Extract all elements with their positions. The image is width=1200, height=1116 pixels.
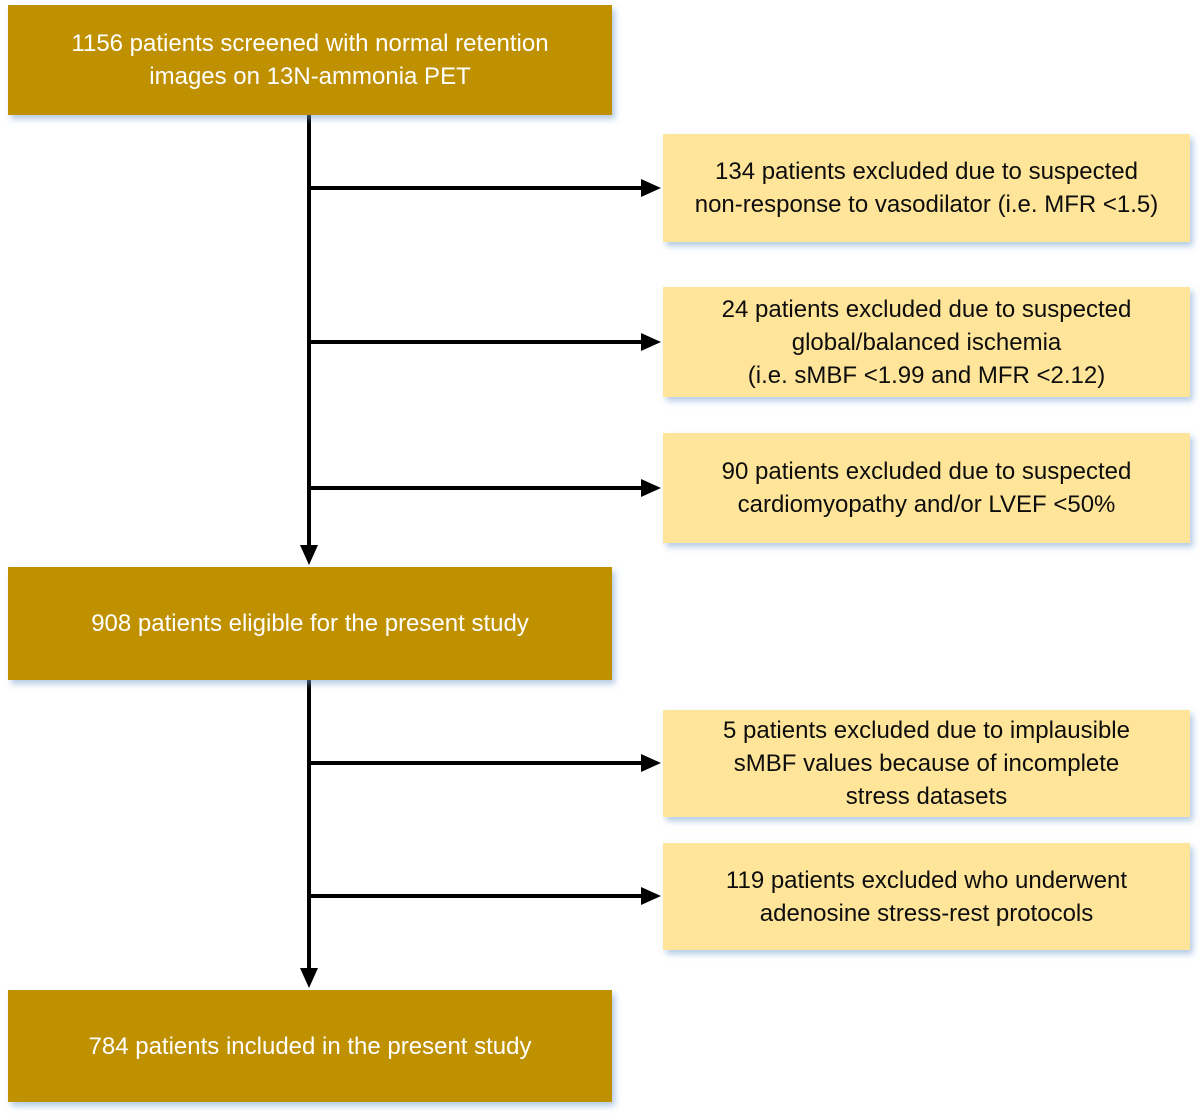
- arrow-to-exclusion-4-head: [641, 754, 661, 772]
- exclusion-box-balanced-ischemia: 24 patients excluded due to suspected gl…: [663, 287, 1190, 397]
- eligible-patients-text: 908 patients eligible for the present st…: [91, 610, 529, 637]
- exclusion-box-vasodilator-nonresponse: 134 patients excluded due to suspected n…: [663, 134, 1190, 242]
- arrow-eligible-to-included-head: [300, 968, 318, 988]
- included-patients-box: 784 patients included in the present stu…: [8, 990, 612, 1102]
- exclusion4-text-line1: 5 patients excluded due to implausible: [723, 717, 1130, 744]
- exclusion1-text-line1: 134 patients excluded due to suspected: [715, 158, 1138, 185]
- exclusion3-text-line1: 90 patients excluded due to suspected: [721, 458, 1132, 485]
- exclusion2-text-line2: global/balanced ischemia: [791, 328, 1062, 356]
- exclusion-box-adenosine-protocols: 119 patients excluded who underwent aden…: [663, 843, 1190, 950]
- included-patients-text: 784 patients included in the present stu…: [88, 1032, 532, 1060]
- exclusion4-text-line2: sMBF values because of incomplete: [733, 750, 1120, 777]
- exclusion4-text-line3: stress datasets: [845, 783, 1008, 810]
- arrow-to-exclusion-3-head: [641, 479, 661, 497]
- exclusion3-text-line2: cardiomyopathy and/or LVEF <50%: [737, 491, 1116, 518]
- screened-patients-box: 1156 patients screened with normal reten…: [8, 5, 612, 115]
- eligible-patients-box: 908 patients eligible for the present st…: [8, 567, 612, 680]
- exclusion5-text-line2: adenosine stress-rest protocols: [759, 899, 1094, 927]
- arrow-to-exclusion-5-head: [641, 887, 661, 905]
- exclusion5-text-line1: 119 patients excluded who underwent: [725, 866, 1128, 894]
- exclusion2-text-line1: 24 patients excluded due to suspected: [721, 295, 1132, 323]
- screened-patients-text-line1: 1156 patients screened with normal reten…: [71, 30, 549, 57]
- arrow-screened-to-eligible-head: [300, 545, 318, 565]
- screened-patients-text-line2: images on 13N-ammonia PET: [149, 63, 471, 90]
- exclusion1-text-line2: non-response to vasodilator (i.e. MFR <1…: [694, 191, 1159, 218]
- exclusion-box-cardiomyopathy: 90 patients excluded due to suspected ca…: [663, 433, 1190, 543]
- exclusion2-text-line3: (i.e. sMBF <1.99 and MFR <2.12): [747, 361, 1106, 389]
- arrow-to-exclusion-2-head: [641, 333, 661, 351]
- exclusion-box-implausible-smbf: 5 patients excluded due to implausible s…: [663, 710, 1190, 817]
- arrow-to-exclusion-1-head: [641, 179, 661, 197]
